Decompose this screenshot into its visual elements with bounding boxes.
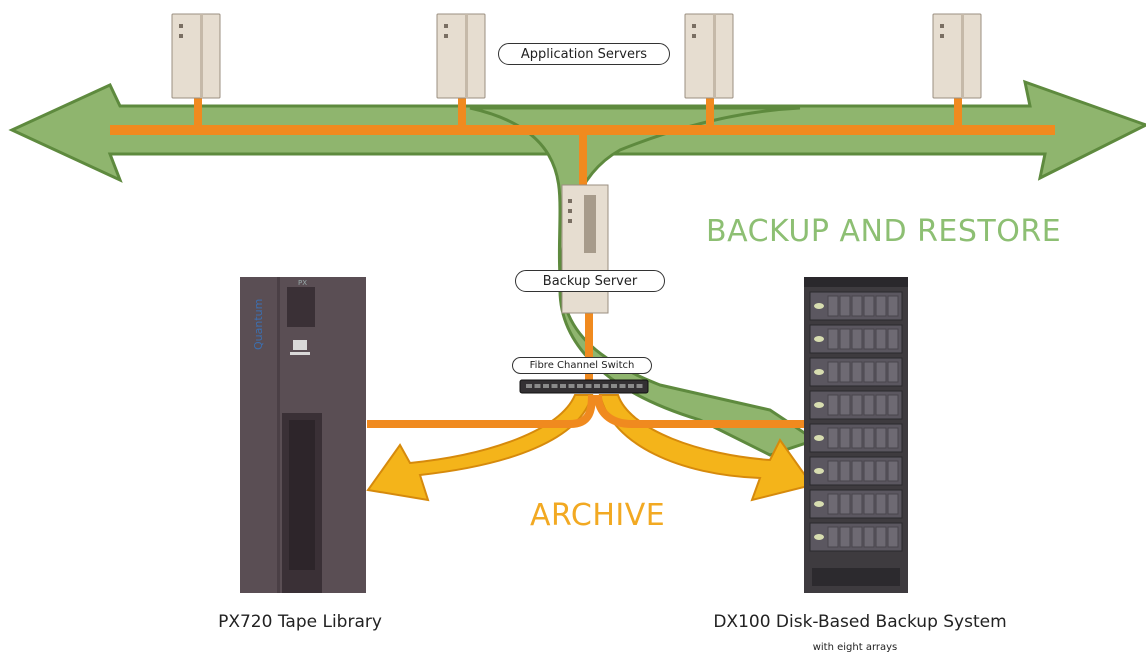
- switch-port: [568, 384, 575, 388]
- switch-port: [577, 384, 583, 388]
- application-server-icon: [684, 13, 734, 99]
- application-servers: [171, 13, 982, 99]
- backup-server-link: [579, 132, 587, 192]
- disk-array-unit: [809, 489, 903, 519]
- switch-port: [636, 384, 643, 388]
- switch-uplink: [585, 312, 593, 384]
- server-1-link: [194, 96, 202, 128]
- tape-model-text: PX: [298, 279, 307, 287]
- application-server-icon: [436, 13, 486, 99]
- switch-port: [628, 384, 634, 388]
- server-4-link: [954, 96, 962, 128]
- switch-port: [526, 384, 532, 388]
- tape-brand-text: Quantum: [252, 299, 265, 350]
- disk-array-icon: [804, 277, 908, 593]
- backup-restore-label: BACKUP AND RESTORE: [706, 214, 1062, 249]
- disk-link: [594, 394, 805, 428]
- archive-label: ARCHIVE: [530, 498, 666, 533]
- orange-backbone: [110, 125, 1055, 135]
- disk-array-unit: [809, 390, 903, 420]
- application-server-icon: [932, 13, 982, 99]
- fibre-channel-switch-icon: [519, 379, 649, 394]
- switch-port: [602, 384, 609, 388]
- disk-array-unit: [809, 324, 903, 354]
- switch-port: [611, 384, 617, 388]
- backup-server-label: Backup Server: [515, 270, 665, 292]
- tape-link: [367, 394, 596, 428]
- disk-system-caption: DX100 Disk-Based Backup System: [713, 612, 1007, 632]
- backup-server-icon: [561, 184, 609, 314]
- disk-array-unit: [809, 357, 903, 387]
- switch-port: [551, 384, 558, 388]
- disk-array-unit: [809, 423, 903, 453]
- network-links: [110, 96, 1055, 428]
- switch-port: [619, 384, 626, 388]
- switch-port: [585, 384, 592, 388]
- tape-library-caption: PX720 Tape Library: [218, 612, 382, 632]
- application-servers-label: Application Servers: [498, 43, 670, 65]
- switch-port: [534, 384, 541, 388]
- archive-arrow-left: [366, 394, 594, 502]
- disk-array-unit: [809, 291, 903, 321]
- disk-array-unit: [809, 456, 903, 486]
- server-3-link: [706, 96, 714, 128]
- switch-port: [560, 384, 566, 388]
- application-server-icon: [171, 13, 221, 99]
- switch-port: [594, 384, 600, 388]
- disk-array-unit: [809, 522, 903, 552]
- disk-system-subcaption: with eight arrays: [812, 642, 898, 653]
- tape-library-icon: Quantum PX: [240, 277, 366, 593]
- server-2-link: [458, 96, 466, 128]
- fibre-channel-switch-label: Fibre Channel Switch: [512, 357, 652, 374]
- switch-port: [543, 384, 549, 388]
